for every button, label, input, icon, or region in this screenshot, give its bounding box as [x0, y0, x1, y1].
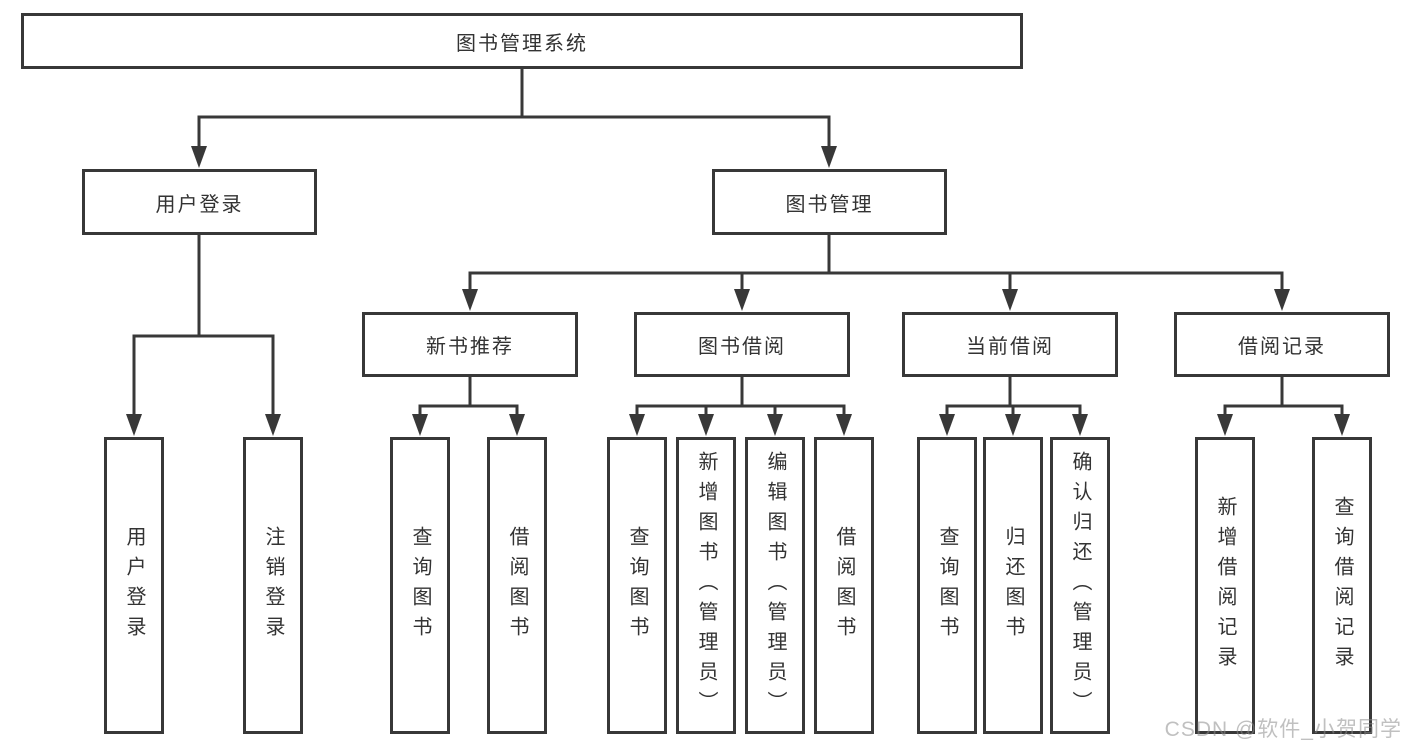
node-book-borrowing-label: 图书借阅 — [698, 336, 786, 358]
node-new-book-recommendation: 新书推荐 — [362, 312, 578, 377]
leaf-borrow-books-borrowing-label: 借阅图书 — [833, 525, 855, 646]
leaf-borrow-books-borrowing: 借阅图书 — [814, 437, 874, 734]
leaf-query-borrow-record: 查询借阅记录 — [1312, 437, 1372, 734]
leaf-add-borrow-record: 新增借阅记录 — [1195, 437, 1255, 734]
leaf-add-book-admin: 新增图书（管理员） — [676, 437, 736, 734]
node-root: 图书管理系统 — [21, 13, 1023, 69]
node-user-login: 用户登录 — [82, 169, 317, 235]
node-borrowing-records: 借阅记录 — [1174, 312, 1390, 377]
node-root-label: 图书管理系统 — [456, 32, 588, 55]
node-user-login-label: 用户登录 — [155, 193, 244, 216]
node-current-borrowing-label: 当前借阅 — [966, 336, 1054, 358]
leaf-query-books-recommend-label: 查询图书 — [409, 525, 431, 646]
leaf-confirm-return-admin-label: 确认归还（管理员） — [1069, 450, 1091, 721]
leaf-user-login: 用户登录 — [104, 437, 164, 734]
leaf-borrow-books-recommend: 借阅图书 — [487, 437, 547, 734]
leaf-edit-book-admin-label: 编辑图书（管理员） — [764, 450, 786, 721]
leaf-query-books-borrowing: 查询图书 — [607, 437, 667, 734]
leaf-borrow-books-recommend-label: 借阅图书 — [506, 525, 528, 646]
leaf-return-book-label: 归还图书 — [1002, 525, 1024, 646]
node-book-management: 图书管理 — [712, 169, 947, 235]
leaf-query-books-recommend: 查询图书 — [390, 437, 450, 734]
leaf-return-book: 归还图书 — [983, 437, 1043, 734]
leaf-logout-label: 注销登录 — [262, 525, 284, 646]
leaf-query-borrow-record-label: 查询借阅记录 — [1331, 495, 1353, 676]
node-book-management-label: 图书管理 — [785, 193, 874, 216]
csdn-watermark: CSDN @软件_小贺同学 — [1164, 718, 1402, 741]
leaf-logout: 注销登录 — [243, 437, 303, 734]
node-borrowing-records-label: 借阅记录 — [1238, 336, 1326, 358]
node-current-borrowing: 当前借阅 — [902, 312, 1118, 377]
leaf-query-books-current-label: 查询图书 — [936, 525, 958, 646]
leaf-confirm-return-admin: 确认归还（管理员） — [1050, 437, 1110, 734]
leaf-add-borrow-record-label: 新增借阅记录 — [1214, 495, 1236, 676]
node-new-book-recommendation-label: 新书推荐 — [426, 336, 514, 358]
leaf-edit-book-admin: 编辑图书（管理员） — [745, 437, 805, 734]
leaf-user-login-label: 用户登录 — [123, 525, 145, 646]
leaf-query-books-borrowing-label: 查询图书 — [626, 525, 648, 646]
leaf-query-books-current: 查询图书 — [917, 437, 977, 734]
node-book-borrowing: 图书借阅 — [634, 312, 850, 377]
leaf-add-book-admin-label: 新增图书（管理员） — [695, 450, 717, 721]
